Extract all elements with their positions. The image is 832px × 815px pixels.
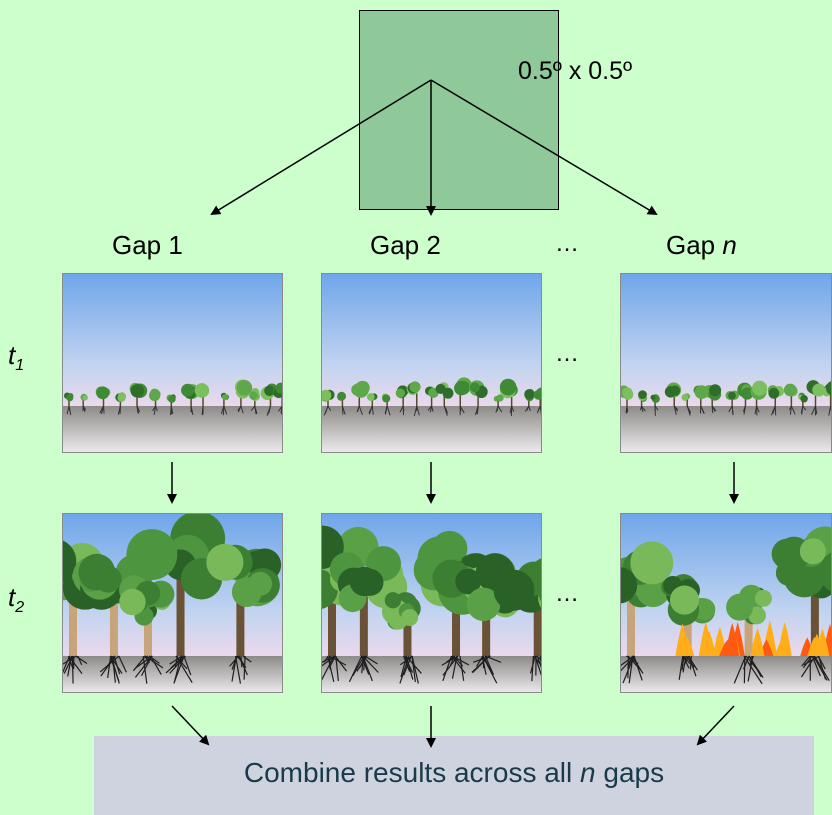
combine-prefix: Combine results across all xyxy=(243,757,581,788)
grid-cell-square xyxy=(359,10,559,210)
row-2-ellipsis: … xyxy=(555,580,580,607)
scene-t2-fire xyxy=(621,514,831,692)
time-step-2-label: t2 xyxy=(8,582,24,617)
time-step-1-sub: 1 xyxy=(15,357,25,375)
arrow-to-gap-n xyxy=(430,79,658,216)
gap-n-t2-panel xyxy=(620,513,832,693)
gap-1-t1-panel xyxy=(62,273,283,453)
time-step-1-base: t xyxy=(8,340,16,370)
time-step-2-base: t xyxy=(8,582,16,612)
gap-n-label-prefix: Gap xyxy=(666,230,723,260)
scene-t1 xyxy=(63,274,282,452)
row-1-ellipsis: … xyxy=(555,340,580,367)
grid-cell-size-label: 0.5º x 0.5º xyxy=(518,57,633,85)
arrow-gap-1-combine xyxy=(171,705,210,746)
arrow-gap-n-combine xyxy=(696,705,735,746)
scene-t1 xyxy=(322,274,541,452)
gap-n-label: Gap n xyxy=(666,230,737,261)
combine-italic-n: n xyxy=(580,757,596,788)
gap-1-t2-panel xyxy=(62,513,283,693)
gap-1-label: Gap 1 xyxy=(112,230,183,260)
scene-t2 xyxy=(322,514,541,692)
arrow-to-gap-1 xyxy=(210,79,432,216)
time-step-1-label: t1 xyxy=(8,340,24,375)
gap-n-label-italic: n xyxy=(722,230,737,260)
scene-t2 xyxy=(63,514,282,692)
gap-n-t1-panel xyxy=(620,273,832,453)
gap-2-label: Gap 2 xyxy=(370,230,441,260)
combine-text: Combine results across all n gaps xyxy=(244,757,664,788)
combine-suffix: gaps xyxy=(595,757,665,788)
time-step-2-sub: 2 xyxy=(15,599,25,617)
scene-t1 xyxy=(621,274,831,452)
gap-2-t2-panel xyxy=(321,513,542,693)
gap-ellipsis: … xyxy=(555,230,580,257)
combine-box: Combine results across all n gaps xyxy=(94,736,814,815)
gap-2-t1-panel xyxy=(321,273,542,453)
